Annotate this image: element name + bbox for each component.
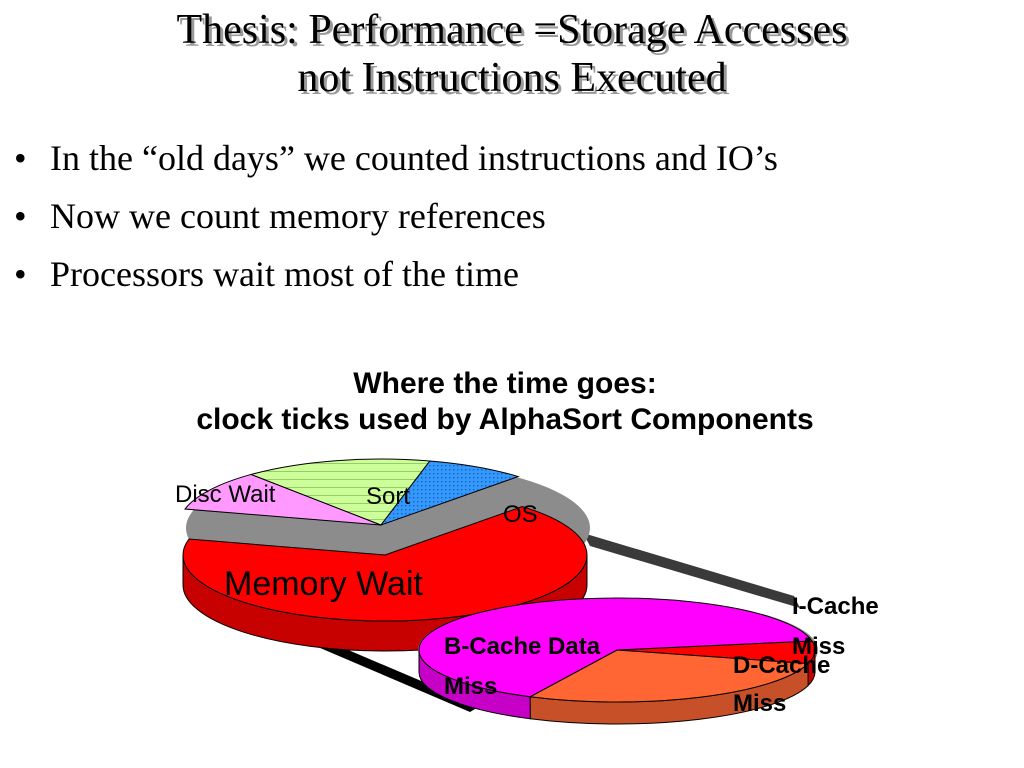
label-line: Miss <box>444 673 497 700</box>
pie-slice-d-cache-miss <box>528 649 810 703</box>
slice-label-os: OS <box>503 501 538 528</box>
bullet-item: • In the “old days” we counted instructio… <box>0 134 1024 192</box>
detail-pie <box>418 597 818 725</box>
label-line: I-Cache <box>792 593 879 620</box>
bullet-dot: • <box>14 138 27 178</box>
label-line: Miss <box>733 690 786 717</box>
bullet-dot: • <box>14 254 27 294</box>
connector-bar-top <box>583 533 800 608</box>
pie-slice-disc-wait <box>184 473 382 526</box>
bullet-dot: • <box>14 196 27 236</box>
bullet-text: In the “old days” we counted instruction… <box>50 138 778 178</box>
slice-label-sort: Sort <box>366 483 410 510</box>
chart-title: Where the time goes: clock ticks used by… <box>0 366 1010 438</box>
bullet-text: Processors wait most of the time <box>50 254 519 294</box>
pie-slice-memory-wait <box>182 506 588 622</box>
connector-bar-bottom <box>292 632 480 712</box>
chart-title-line-2: clock ticks used by AlphaSort Components <box>196 403 814 436</box>
slide-title-line-2: not Instructions Executed <box>297 55 727 101</box>
label-line: D-Cache <box>733 652 830 679</box>
slice-label-memory-wait: Memory Wait <box>224 565 424 603</box>
bullet-item: • Processors wait most of the time <box>0 250 1024 308</box>
slide-title-line-1: Thesis: Performance =Storage Accesses <box>176 7 848 53</box>
label-line: Miss <box>792 633 845 660</box>
main-pie <box>182 458 590 652</box>
pie-slice-b-cache-data-miss <box>418 597 813 698</box>
bullet-list: • In the “old days” we counted instructio… <box>0 134 1024 308</box>
pie-slice-sort <box>249 458 431 526</box>
slice-label-disc-wait: Disc Wait <box>175 481 276 508</box>
label-line: B-Cache Data <box>444 633 601 660</box>
chart-title-line-1: Where the time goes: <box>353 367 657 400</box>
bullet-item: • Now we count memory references <box>0 192 1024 250</box>
slide-title: Thesis: Performance =Storage Accesses no… <box>0 6 1024 102</box>
bullet-text: Now we count memory references <box>50 196 546 236</box>
pie-slice-os <box>379 460 520 527</box>
